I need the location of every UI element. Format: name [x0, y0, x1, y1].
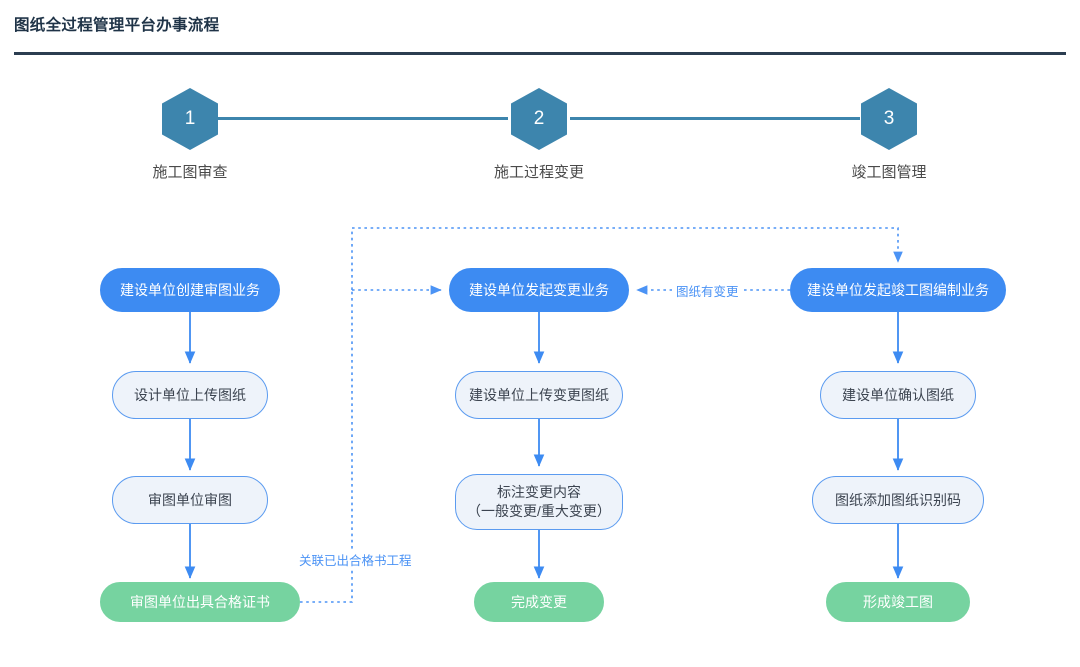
- node-c3n4[interactable]: 形成竣工图: [826, 582, 970, 622]
- node-c3n2[interactable]: 建设单位确认图纸: [820, 371, 976, 419]
- node-c2n2-label: 建设单位上传变更图纸: [469, 386, 609, 403]
- node-c1n1[interactable]: 建设单位创建审图业务: [100, 268, 280, 312]
- node-c1n2-label: 设计单位上传图纸: [134, 386, 246, 403]
- edge-label-cert-to-change: 关联已出合格书工程: [295, 550, 416, 569]
- node-c1n3-label: 审图单位审图: [148, 491, 232, 508]
- step-2-label: 施工过程变更: [493, 164, 584, 181]
- node-c3n2-label: 建设单位确认图纸: [842, 386, 954, 403]
- node-c1n2[interactable]: 设计单位上传图纸: [112, 371, 268, 419]
- node-c2n1-label: 建设单位发起变更业务: [469, 281, 609, 298]
- node-c1n4[interactable]: 审图单位出具合格证书: [100, 582, 300, 622]
- node-c2n3-label-line2: （一般变更/重大变更）: [467, 503, 611, 519]
- node-c3n1-label: 建设单位发起竣工图编制业务: [807, 281, 989, 298]
- page-title: 图纸全过程管理平台办事流程: [14, 17, 220, 34]
- step-connector-2-3: [570, 117, 860, 120]
- node-c2n1[interactable]: 建设单位发起变更业务: [449, 268, 629, 312]
- step-3[interactable]: 3 竣工图管理: [799, 88, 979, 182]
- edge-label-drawing-changed: 图纸有变更: [672, 281, 743, 300]
- step-2[interactable]: 2 施工过程变更: [449, 88, 629, 182]
- step-connector-1-2: [218, 117, 508, 120]
- node-c1n4-label: 审图单位出具合格证书: [130, 593, 270, 610]
- node-c2n4[interactable]: 完成变更: [474, 582, 604, 622]
- node-c3n4-label: 形成竣工图: [863, 593, 933, 610]
- node-c3n3-label: 图纸添加图纸识别码: [835, 491, 961, 508]
- node-c2n3-label-line1: 标注变更内容: [497, 484, 581, 501]
- stepper: 1 施工图审查 2 施工过程变更 3 竣工图管理: [0, 88, 1080, 183]
- node-c2n3[interactable]: 标注变更内容 （一般变更/重大变更）: [455, 474, 623, 530]
- node-c2n2[interactable]: 建设单位上传变更图纸: [455, 371, 623, 419]
- step-3-label: 竣工图管理: [851, 164, 927, 181]
- step-1[interactable]: 1 施工图审查: [100, 88, 280, 182]
- step-1-label: 施工图审查: [152, 164, 228, 181]
- node-c2n4-label: 完成变更: [511, 593, 567, 610]
- title-divider: [14, 52, 1066, 55]
- node-c3n1[interactable]: 建设单位发起竣工图编制业务: [790, 268, 1006, 312]
- node-c3n3[interactable]: 图纸添加图纸识别码: [812, 476, 984, 524]
- node-c1n3[interactable]: 审图单位审图: [112, 476, 268, 524]
- node-c1n1-label: 建设单位创建审图业务: [120, 281, 260, 298]
